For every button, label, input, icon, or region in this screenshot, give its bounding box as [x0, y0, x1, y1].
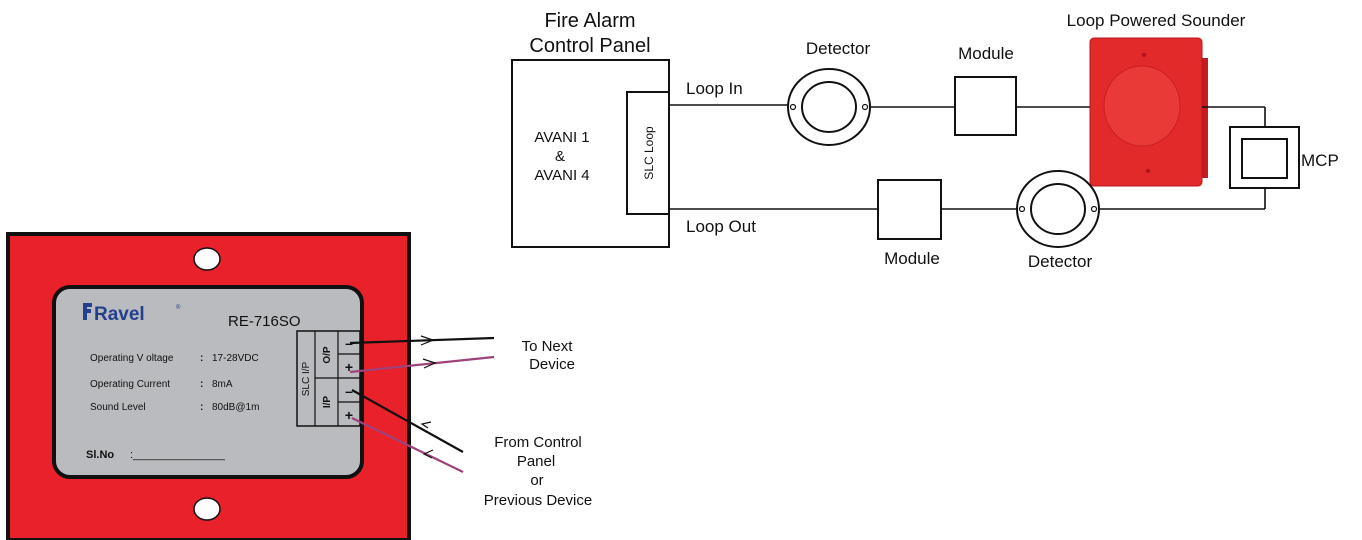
bottom-module-icon — [877, 179, 942, 240]
to-next-label-line2: Device — [529, 356, 575, 373]
loop-out-label: Loop Out — [686, 217, 756, 236]
spec-value-sound: 80dB@1m — [212, 402, 259, 413]
wire-to-next-plus — [349, 355, 495, 374]
from-label-line3: or — [530, 472, 543, 489]
sounder-device: Ravel ® RE-716SO Operating V oltage : 17… — [6, 232, 411, 540]
spec-value-voltage: 17-28VDC — [212, 353, 259, 364]
from-label-line2: Panel — [517, 453, 555, 470]
top-detector-label: Detector — [806, 39, 871, 58]
spec-label-sound: Sound Level — [90, 402, 146, 413]
panel-title-line2: Control Panel — [529, 35, 650, 57]
top-mount-hole — [193, 247, 221, 271]
op-minus-terminal: – — [345, 335, 353, 351]
slc-loop-label: SLC Loop — [642, 126, 656, 180]
mcp-icon — [1229, 126, 1300, 189]
panel-title-line1: Fire Alarm — [544, 10, 635, 32]
svg-text:®: ® — [176, 304, 181, 311]
svg-text::: : — [200, 379, 203, 390]
spec-label-voltage: Operating V oltage — [90, 353, 174, 364]
sounder-label: Loop Powered Sounder — [1067, 11, 1246, 30]
device-label-plate — [52, 285, 364, 479]
panel-model-line2: & — [555, 148, 565, 165]
spec-value-current: 8mA — [212, 379, 233, 390]
serial-label: Sl.No — [86, 449, 114, 461]
top-module-label: Module — [958, 44, 1014, 63]
ip-label: I/P — [322, 396, 333, 409]
terminal-group-label: SLC I/P — [301, 361, 312, 396]
svg-text::: : — [200, 353, 203, 364]
panel-model-line1: AVANI 1 — [534, 129, 589, 146]
mcp-label: MCP — [1301, 151, 1339, 170]
from-label-line4: Previous Device — [484, 492, 592, 509]
spec-label-current: Operating Current — [90, 379, 170, 390]
from-label-line1: From Control — [494, 434, 582, 451]
bottom-detector-label: Detector — [1028, 252, 1093, 271]
wire-from-previous-minus — [351, 389, 464, 453]
top-module-icon — [954, 76, 1017, 136]
op-label: O/P — [322, 346, 333, 364]
loop-in-label: Loop In — [686, 79, 743, 98]
loop-powered-sounder-icon — [1089, 37, 1208, 187]
bottom-module-label: Module — [884, 249, 940, 268]
serial-value: :_______________ — [130, 449, 226, 461]
op-plus-terminal: + — [345, 359, 353, 375]
to-next-label-line1: To Next — [522, 338, 574, 355]
ravel-logo-icon — [83, 303, 92, 320]
ip-plus-terminal: + — [345, 407, 353, 423]
panel-model-line3: AVANI 4 — [534, 167, 589, 184]
ip-minus-terminal: – — [345, 383, 353, 399]
bottom-detector-icon — [1016, 170, 1100, 248]
wire-to-next-minus — [349, 335, 495, 346]
bottom-mount-hole — [193, 497, 221, 521]
wire-from-previous-plus — [351, 417, 464, 473]
slc-loop-box — [626, 91, 670, 215]
brand-name: Ravel — [94, 304, 145, 325]
svg-text::: : — [200, 402, 203, 413]
top-detector-icon — [787, 68, 871, 146]
terminal-block — [296, 330, 361, 427]
device-model: RE-716SO — [228, 313, 301, 330]
